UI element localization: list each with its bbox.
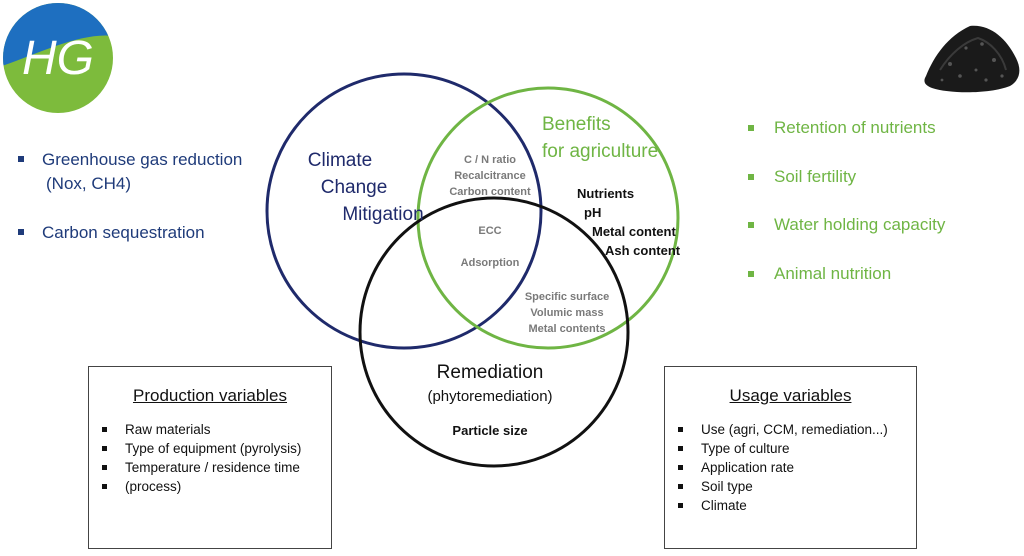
usage-variables-box: Usage variables Use (agri, CCM, remediat…: [664, 366, 917, 549]
agriculture-circle: [416, 86, 680, 350]
usage-variables-title: Usage variables: [729, 386, 852, 405]
list-item: Raw materials: [89, 420, 331, 439]
biochar-pile-image: [924, 25, 1020, 93]
agri-ph: pH: [584, 205, 601, 220]
list-item-subtext: (Nox, CH4): [46, 174, 132, 193]
list-item: Type of culture: [665, 439, 916, 458]
agri-ash-content: Ash content: [605, 243, 681, 258]
list-item: (process): [89, 477, 331, 496]
agri-nutrients: Nutrients: [577, 186, 634, 201]
remediation-subtitle: (phytoremediation): [427, 388, 552, 405]
overlap-metal-contents: Metal contents: [528, 323, 605, 335]
list-item: Climate: [665, 496, 916, 515]
remediation-title: Remediation: [437, 362, 544, 383]
list-item-text: Carbon sequestration: [42, 223, 205, 242]
climate-title-line1: Climate: [308, 150, 372, 171]
remediation-circle: [358, 196, 630, 468]
list-item-text: Greenhouse gas reduction: [42, 150, 243, 169]
agri-metal-content: Metal content: [592, 224, 676, 239]
overlap-recalcitrance: Recalcitrance: [454, 170, 526, 182]
center-adsorption: Adsorption: [461, 257, 520, 269]
production-variables-box: Production variables Raw materials Type …: [88, 366, 332, 549]
overlap-specific-surface: Specific surface: [525, 291, 609, 303]
overlap-carbon-content: Carbon content: [449, 186, 531, 198]
climate-change-circle: [265, 72, 543, 350]
list-item: Type of equipment (pyrolysis): [89, 439, 331, 458]
list-item: Carbon sequestration: [18, 221, 242, 245]
production-variables-title: Production variables: [132, 386, 288, 405]
list-item: Soil type: [665, 477, 916, 496]
climate-title-line3: Mitigation: [342, 204, 423, 225]
list-item: Retention of nutrients: [748, 118, 945, 142]
list-item: Greenhouse gas reduction (Nox, CH4): [18, 148, 242, 196]
agriculture-title-line1: Benefits: [542, 114, 611, 135]
list-item: Temperature / residence time: [89, 458, 331, 477]
usage-variables-list: Use (agri, CCM, remediation...) Type of …: [665, 420, 916, 515]
ccm-benefits-list: Greenhouse gas reduction (Nox, CH4) Carb…: [18, 148, 242, 270]
remediation-particle-size: Particle size: [452, 423, 527, 438]
agriculture-title-line2: for agriculture: [542, 141, 658, 162]
list-item: Application rate: [665, 458, 916, 477]
center-ecc: ECC: [478, 225, 501, 237]
list-item: Water holding capacity: [748, 215, 945, 239]
overlap-volumic-mass: Volumic mass: [530, 307, 603, 319]
list-item: Soil fertility: [748, 167, 945, 191]
logo-text: HG: [22, 32, 94, 85]
climate-title-line2: Change: [321, 177, 388, 198]
hg-logo: HG: [3, 3, 113, 113]
production-variables-list: Raw materials Type of equipment (pyrolys…: [89, 420, 331, 496]
agriculture-benefits-list: Retention of nutrients Soil fertility Wa…: [748, 118, 945, 312]
overlap-cn-ratio: C / N ratio: [464, 154, 516, 166]
list-item: Use (agri, CCM, remediation...): [665, 420, 916, 439]
list-item: Animal nutrition: [748, 264, 945, 288]
